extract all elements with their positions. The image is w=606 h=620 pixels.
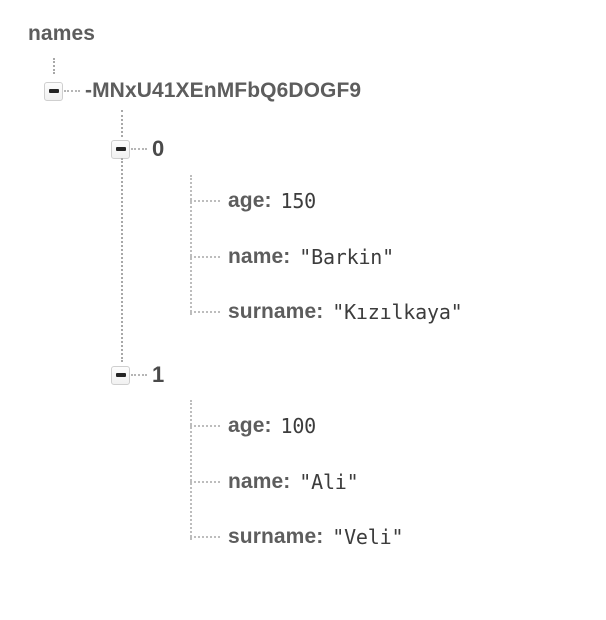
tree-connector-stub	[190, 255, 220, 259]
tree-node-push-id[interactable]: -MNxU41XEnMFbQ6DOGF9	[44, 79, 361, 103]
tree-connector-stub	[131, 373, 147, 377]
minus-icon[interactable]	[111, 139, 130, 159]
node-index-label: 0	[152, 136, 165, 161]
tree-node-1[interactable]: 1	[111, 362, 164, 388]
field-value: 100	[280, 414, 317, 438]
field-row[interactable]: name : "Ali"	[190, 470, 359, 494]
tree-connector-stub	[190, 424, 220, 428]
push-id-label: -MNxU41XEnMFbQ6DOGF9	[85, 79, 362, 102]
tree-connector-line	[121, 158, 123, 362]
root-node-label: names	[28, 22, 96, 45]
field-row[interactable]: name : "Barkin"	[190, 245, 394, 269]
field-key: age	[228, 414, 265, 437]
tree-connector-stub	[190, 310, 220, 314]
field-value: "Barkin"	[299, 245, 394, 269]
tree-connector-stub	[190, 480, 220, 484]
field-separator: :	[264, 189, 272, 212]
tree-connector-stub	[190, 199, 220, 203]
field-value: "Ali"	[299, 470, 359, 494]
field-row[interactable]: surname : "Veli"	[190, 525, 403, 549]
tree-connector-stub	[190, 535, 220, 539]
field-value: "Veli"	[332, 525, 404, 549]
field-value: 150	[280, 189, 317, 213]
tree-connector-stub	[131, 147, 147, 151]
node-index-label: 1	[152, 362, 165, 387]
tree-connector-line	[190, 400, 192, 540]
tree-connector-line	[53, 58, 55, 74]
field-row[interactable]: surname : "Kızılkaya"	[190, 300, 463, 324]
field-key: surname	[228, 300, 317, 323]
field-separator: :	[283, 470, 291, 493]
field-value: "Kızılkaya"	[332, 300, 463, 324]
field-row[interactable]: age : 150	[190, 189, 316, 213]
tree-connector-line	[190, 175, 192, 315]
field-key: surname	[228, 525, 317, 548]
minus-icon[interactable]	[111, 365, 130, 385]
minus-icon[interactable]	[44, 81, 63, 101]
field-row[interactable]: age : 100	[190, 414, 316, 438]
tree-node-0[interactable]: 0	[111, 136, 164, 162]
field-separator: :	[316, 525, 324, 548]
field-separator: :	[283, 245, 291, 268]
tree-connector-stub	[64, 89, 80, 93]
field-key: name	[228, 470, 284, 493]
field-separator: :	[316, 300, 324, 323]
field-key: age	[228, 189, 265, 212]
tree-connector-line	[121, 110, 123, 137]
field-key: name	[228, 245, 284, 268]
field-separator: :	[264, 414, 272, 437]
